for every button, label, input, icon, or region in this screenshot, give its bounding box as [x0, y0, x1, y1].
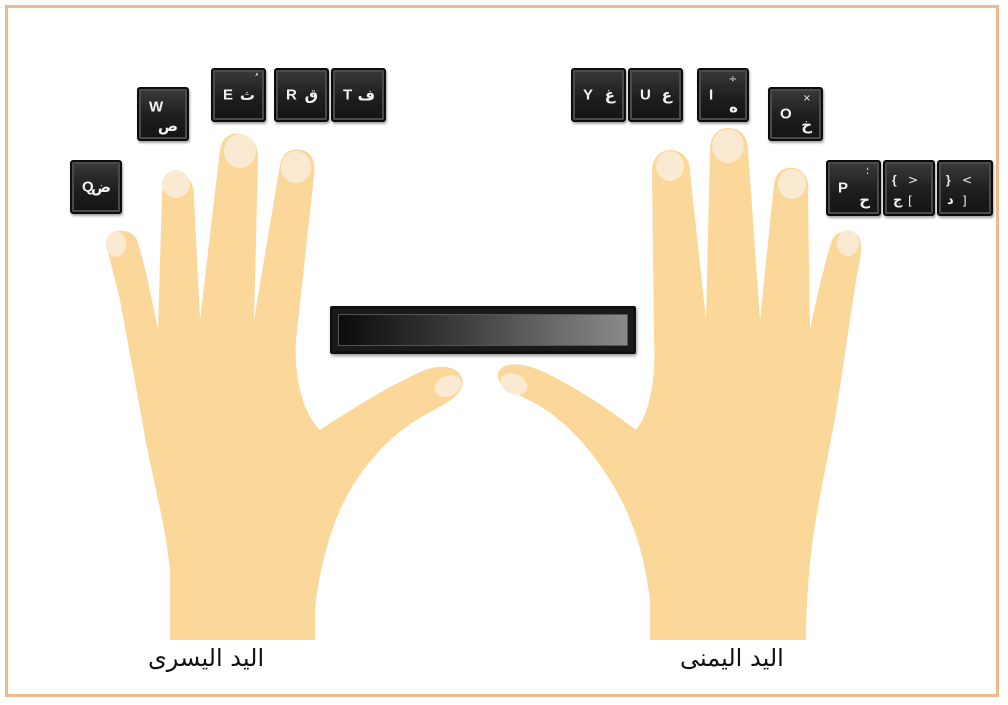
right-hand-shape	[498, 128, 861, 640]
key-close-bracket[interactable]: } < د ]	[937, 160, 993, 216]
key-y[interactable]: Y غ	[571, 68, 626, 122]
key-open-bracket[interactable]: { > ج [	[883, 160, 935, 216]
key-u[interactable]: U ع	[628, 68, 683, 122]
key-arabic-label: ق	[305, 86, 318, 104]
key-alt2-label: ]	[962, 194, 967, 208]
key-w[interactable]: W ص	[137, 87, 189, 141]
key-t[interactable]: T ف	[331, 68, 386, 122]
key-arabic-label: ع	[662, 86, 672, 104]
key-latin-label: E	[223, 87, 233, 104]
key-arabic-label: ح	[859, 191, 870, 209]
spacebar-face	[338, 314, 628, 346]
key-o[interactable]: O خ ×	[768, 87, 823, 141]
right-nail	[712, 129, 744, 163]
right-hand-label: اليد اليمنى	[680, 644, 784, 672]
key-arabic-label: ج	[893, 193, 902, 208]
key-alt-label: <	[962, 173, 972, 187]
key-arabic-label: د	[947, 193, 954, 208]
left-nail	[162, 170, 190, 198]
key-latin-label: O	[780, 106, 792, 123]
right-nail	[656, 151, 684, 181]
key-latin-label: W	[149, 99, 163, 116]
key-e[interactable]: E ث ُ	[211, 68, 266, 122]
key-shift-label: ÷	[729, 75, 737, 85]
key-latin-label: P	[838, 180, 848, 197]
key-shift-label: ×	[803, 94, 811, 104]
left-hand-shape	[107, 134, 463, 640]
right-nail	[837, 230, 859, 256]
key-latin-label: {	[892, 173, 897, 187]
key-arabic-label: ض	[91, 178, 111, 196]
key-latin-label: }	[946, 173, 951, 187]
left-hand-label: اليد اليسرى	[148, 644, 264, 672]
key-i[interactable]: I ه ÷	[697, 68, 749, 122]
key-q[interactable]: Q ض	[70, 160, 122, 214]
left-hand	[106, 134, 465, 640]
right-hand	[497, 128, 861, 640]
key-shift-label: ؛	[866, 167, 869, 177]
key-latin-label: U	[640, 87, 651, 104]
left-nail	[106, 231, 126, 257]
key-arabic-label: غ	[605, 86, 615, 104]
key-arabic-label: ه	[729, 98, 738, 116]
spacebar-key[interactable]	[330, 306, 636, 354]
key-arabic-label: ص	[158, 117, 178, 135]
key-latin-label: T	[343, 87, 352, 104]
key-latin-label: I	[709, 87, 713, 104]
left-nail	[281, 151, 311, 183]
key-alt2-label: [	[908, 194, 913, 208]
key-alt-label: >	[908, 173, 918, 187]
key-arabic-label: ث	[240, 86, 255, 104]
key-latin-label: R	[286, 87, 297, 104]
key-latin-label: Y	[583, 87, 593, 104]
key-arabic-label: خ	[801, 116, 812, 134]
key-r[interactable]: R ق	[274, 68, 329, 122]
key-p[interactable]: P ح ؛	[826, 160, 881, 216]
key-arabic-label: ف	[358, 86, 375, 104]
right-nail	[778, 169, 806, 199]
left-nail	[224, 134, 256, 168]
